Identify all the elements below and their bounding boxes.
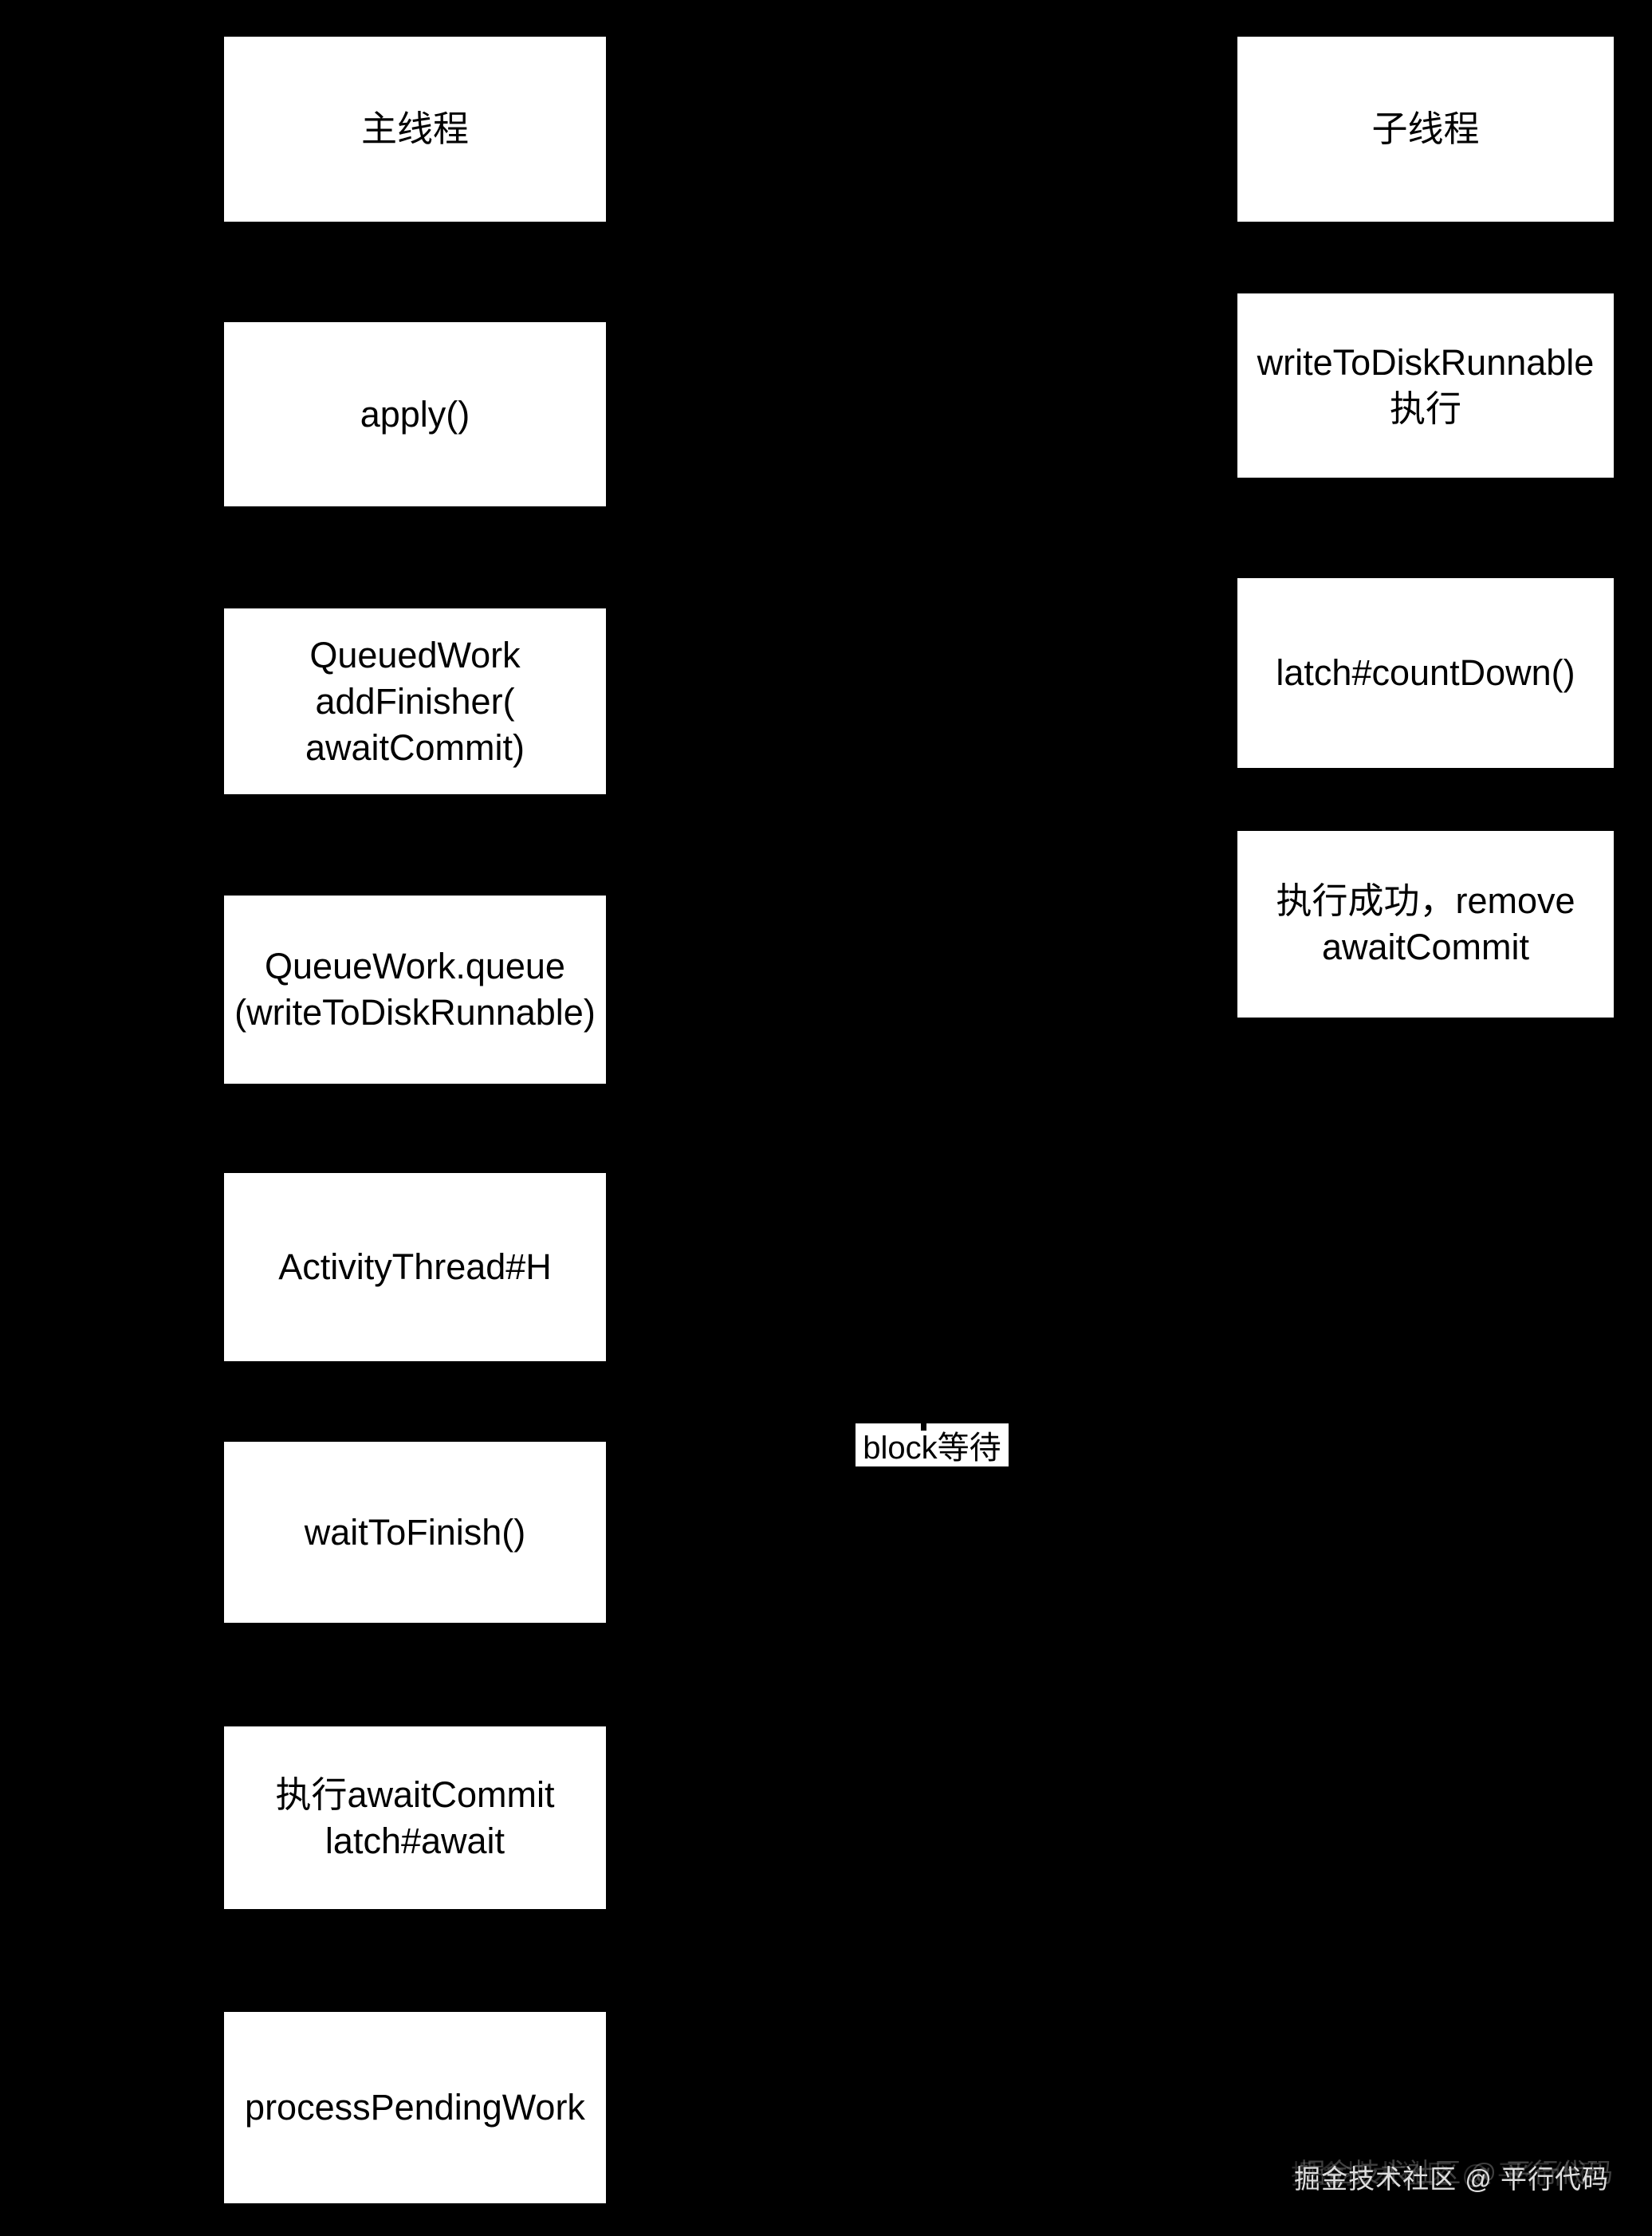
block-wait-text: block等待 bbox=[863, 1431, 1001, 1466]
node-exec-awaitcommit-latch-await: 执行awaitCommit latch#await bbox=[224, 1726, 606, 1909]
node-text: latch#countDown() bbox=[1276, 652, 1575, 693]
node-text: waitToFinish() bbox=[304, 1511, 526, 1553]
node-writetodiskrunnable-exec: writeToDiskRunnable 执行 bbox=[1237, 293, 1614, 478]
node-text: processPendingWork bbox=[245, 2087, 585, 2128]
node-text: addFinisher( bbox=[315, 680, 515, 722]
node-text: QueuedWork bbox=[309, 634, 521, 675]
block-wait-label: block等待 bbox=[856, 1423, 1009, 1466]
node-text: 子线程 bbox=[1371, 108, 1480, 149]
node-text: 执行成功，remove bbox=[1276, 880, 1575, 921]
node-exec-success-remove-awaitcommit: 执行成功，remove awaitCommit bbox=[1237, 831, 1614, 1018]
node-text: 执行 bbox=[1389, 388, 1461, 429]
node-latch-countdown: latch#countDown() bbox=[1237, 578, 1614, 768]
node-text: ActivityThread#H bbox=[278, 1246, 552, 1287]
node-waittofinish: waitToFinish() bbox=[224, 1442, 606, 1623]
node-text: awaitCommit) bbox=[305, 726, 525, 768]
node-text: 执行awaitCommit bbox=[275, 1773, 555, 1815]
node-text: awaitCommit bbox=[1321, 927, 1530, 967]
node-text: apply() bbox=[360, 393, 470, 435]
watermark-text: 掘金技术社区 @ 平行代码 bbox=[1294, 2164, 1609, 2194]
node-text: writeToDiskRunnable bbox=[1257, 341, 1595, 383]
node-activitythread-h: ActivityThread#H bbox=[224, 1173, 606, 1361]
node-queuework-queue: QueueWork.queue (writeToDiskRunnable) bbox=[224, 896, 606, 1084]
node-text: latch#await bbox=[324, 1820, 505, 1861]
node-text: (writeToDiskRunnable) bbox=[234, 992, 596, 1033]
node-child-thread: 子线程 bbox=[1237, 37, 1614, 222]
node-apply: apply() bbox=[224, 322, 606, 506]
connector-tick bbox=[921, 1423, 926, 1431]
node-processpendingwork: processPendingWork bbox=[224, 2012, 606, 2203]
node-text: 主线程 bbox=[360, 108, 469, 149]
node-text: QueueWork.queue bbox=[265, 946, 565, 986]
node-main-thread: 主线程 bbox=[224, 37, 606, 222]
node-queuedwork-addfinisher: QueuedWork addFinisher( awaitCommit) bbox=[224, 608, 606, 794]
